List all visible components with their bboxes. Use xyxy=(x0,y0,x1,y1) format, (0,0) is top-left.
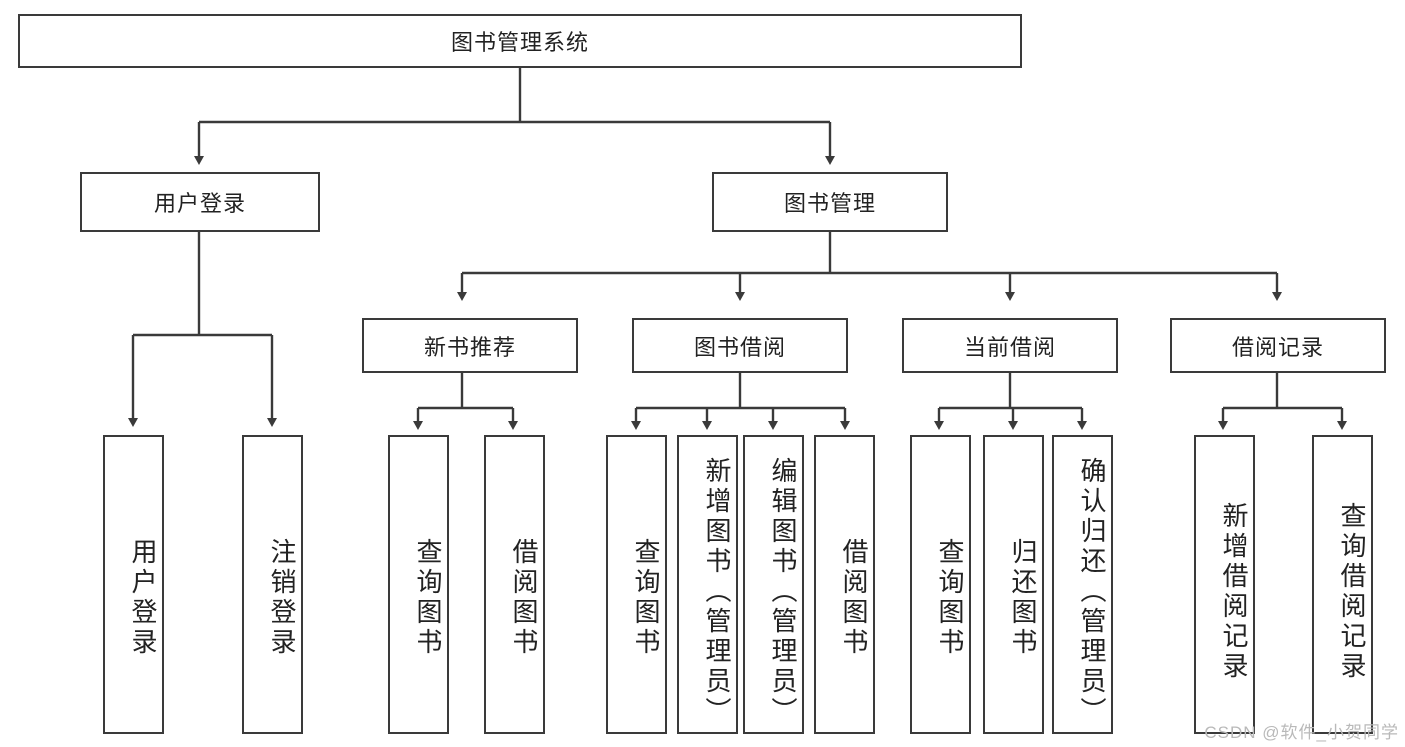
leaf-add-book-admin[interactable]: 新增图书（管理员） xyxy=(677,435,738,734)
leaf-borrow-book[interactable]: 借阅图书 xyxy=(814,435,875,734)
node-label: 借阅图书 xyxy=(839,537,869,658)
leaf-query-borrow-record[interactable]: 查询借阅记录 xyxy=(1312,435,1373,734)
node-label: 借阅记录 xyxy=(1231,334,1324,360)
node-borrow-record[interactable]: 借阅记录 xyxy=(1170,318,1386,373)
node-label: 查询借阅记录 xyxy=(1337,501,1367,682)
node-label: 新增借阅记录 xyxy=(1219,501,1249,682)
node-label: 编辑图书（管理员） xyxy=(768,456,798,727)
leaf-add-borrow-record[interactable]: 新增借阅记录 xyxy=(1194,435,1255,734)
leaf-logout[interactable]: 注销登录 xyxy=(242,435,303,734)
node-root[interactable]: 图书管理系统 xyxy=(18,14,1022,68)
node-label: 注销登录 xyxy=(267,537,297,658)
leaf-query-book-current[interactable]: 查询图书 xyxy=(910,435,971,734)
node-new-book-recommend[interactable]: 新书推荐 xyxy=(362,318,578,373)
leaf-user-login[interactable]: 用户登录 xyxy=(103,435,164,734)
node-label: 归还图书 xyxy=(1008,537,1038,658)
node-label: 确认归还（管理员） xyxy=(1077,456,1107,727)
node-label: 图书借阅 xyxy=(693,334,786,360)
node-label: 新增图书（管理员） xyxy=(702,456,732,727)
leaf-query-book-borrow[interactable]: 查询图书 xyxy=(606,435,667,734)
leaf-confirm-return-admin[interactable]: 确认归还（管理员） xyxy=(1052,435,1113,734)
leaf-borrow-book-recommend[interactable]: 借阅图书 xyxy=(484,435,545,734)
node-label: 图书管理 xyxy=(783,191,876,216)
node-label: 新书推荐 xyxy=(423,334,516,360)
node-label: 查询图书 xyxy=(413,537,443,658)
node-label: 图书管理系统 xyxy=(450,30,589,55)
node-book-borrow[interactable]: 图书借阅 xyxy=(632,318,848,373)
node-label: 查询图书 xyxy=(631,537,661,658)
node-book-management[interactable]: 图书管理 xyxy=(712,172,948,232)
node-label: 借阅图书 xyxy=(509,537,539,658)
node-label: 查询图书 xyxy=(935,537,965,658)
leaf-return-book[interactable]: 归还图书 xyxy=(983,435,1044,734)
leaf-query-book-recommend[interactable]: 查询图书 xyxy=(388,435,449,734)
leaf-edit-book-admin[interactable]: 编辑图书（管理员） xyxy=(743,435,804,734)
node-label: 用户登录 xyxy=(128,537,158,658)
watermark: CSDN @软件_小贺同学 xyxy=(1204,723,1399,742)
node-current-borrow[interactable]: 当前借阅 xyxy=(902,318,1118,373)
node-user-login[interactable]: 用户登录 xyxy=(80,172,320,232)
node-label: 用户登录 xyxy=(153,191,246,216)
node-label: 当前借阅 xyxy=(963,334,1056,360)
